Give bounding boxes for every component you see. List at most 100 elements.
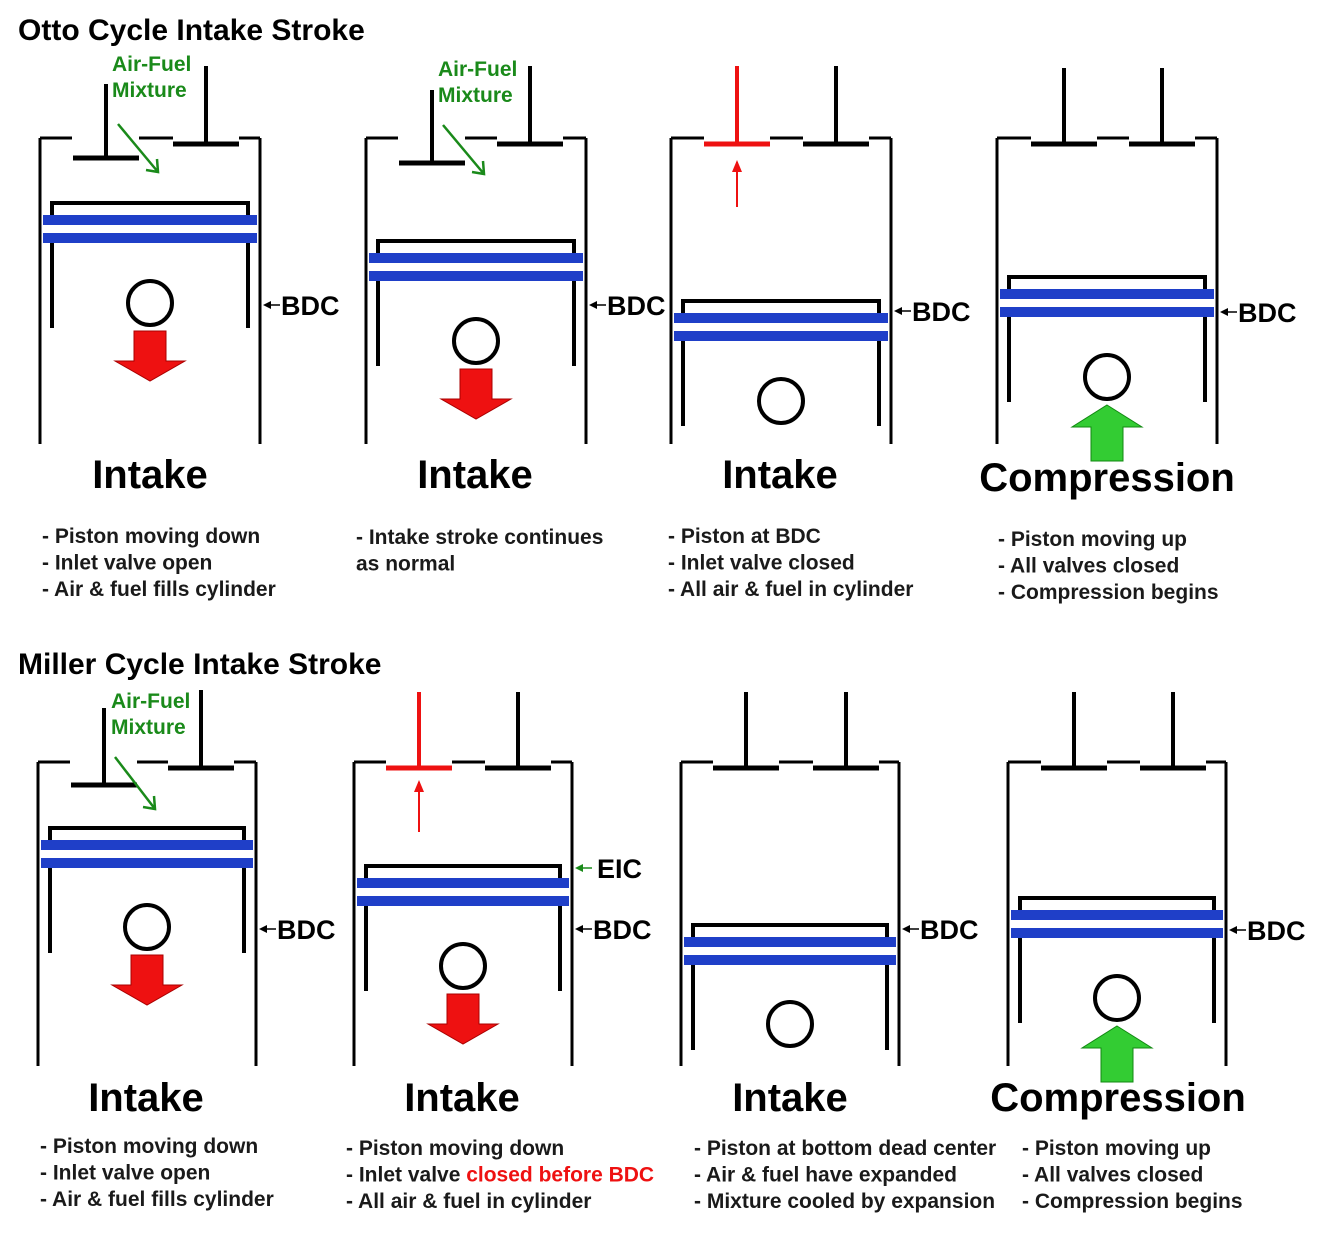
- note-text: - Piston moving up: [1022, 1137, 1211, 1160]
- piston-ring: [674, 313, 888, 323]
- piston-ring: [674, 331, 888, 341]
- air-fuel-mixture-label: Air-Fuel: [111, 690, 190, 713]
- note-text: - Air & fuel fills cylinder: [42, 578, 276, 601]
- air-fuel-mixture-label: Air-Fuel: [112, 53, 191, 76]
- piston-crown: [1018, 896, 1216, 913]
- bdc-label: BDC: [912, 297, 971, 327]
- note-text: as normal: [356, 553, 455, 576]
- note-line: - Compression begins: [998, 581, 1219, 604]
- note-line: - Inlet valve closed before BDC: [346, 1164, 654, 1187]
- note-line: - Inlet valve open: [40, 1162, 210, 1185]
- piston-ring: [684, 937, 896, 947]
- note-line: - All valves closed: [1022, 1164, 1203, 1187]
- piston-ring: [43, 215, 257, 225]
- piston-ring: [1011, 928, 1223, 938]
- bdc-arrowhead: [1229, 926, 1237, 934]
- piston-ring: [369, 271, 583, 281]
- stroke-title: Intake: [88, 1076, 204, 1120]
- air-fuel-mixture-label: Air-Fuel: [438, 58, 517, 81]
- bdc-label: BDC: [281, 291, 340, 321]
- stroke-title: Compression: [979, 456, 1235, 500]
- note-line: - All air & fuel in cylinder: [668, 578, 913, 601]
- note-line: - Air & fuel fills cylinder: [40, 1188, 274, 1211]
- piston-ring: [1011, 910, 1223, 920]
- bdc-arrowhead: [1220, 308, 1228, 316]
- eic-arrowhead: [575, 864, 583, 872]
- wrist-pin-circle: [452, 317, 500, 365]
- downward-motion-arrow: [110, 954, 184, 1006]
- note-text: - All air & fuel in cylinder: [346, 1190, 591, 1213]
- piston-ring: [43, 233, 257, 243]
- otto-section-title: Otto Cycle Intake Stroke: [18, 14, 365, 47]
- downward-motion-arrow: [439, 368, 513, 420]
- piston-ring: [41, 858, 253, 868]
- bdc-arrowhead: [589, 301, 597, 309]
- note-line: - Inlet valve closed: [668, 552, 855, 575]
- note-line: - Compression begins: [1022, 1190, 1243, 1213]
- bdc-label: BDC: [1238, 298, 1297, 328]
- wrist-pin-circle: [1083, 353, 1131, 401]
- piston-crown: [691, 923, 889, 940]
- wrist-pin-circle: [766, 1000, 814, 1048]
- piston-crown: [50, 201, 250, 218]
- mixture-flow-arrow: [442, 124, 485, 175]
- upward-motion-arrow: [1070, 404, 1144, 462]
- bdc-label: BDC: [277, 915, 336, 945]
- note-line: - Intake stroke continues: [356, 526, 603, 549]
- piston-ring: [41, 840, 253, 850]
- downward-motion-arrow: [113, 330, 187, 382]
- note-text: - Piston moving down: [40, 1135, 258, 1158]
- note-text: - Inlet valve: [346, 1164, 466, 1187]
- stroke-title: Intake: [92, 453, 208, 497]
- note-text: - Compression begins: [1022, 1190, 1243, 1213]
- piston-ring: [369, 253, 583, 263]
- mixture-flow-arrow: [114, 756, 156, 810]
- mixture-flow-arrowhead: [471, 160, 486, 176]
- upward-motion-arrow: [1080, 1025, 1154, 1083]
- piston-crown: [364, 864, 562, 881]
- note-text: - Inlet valve open: [42, 552, 212, 575]
- note-text: - All valves closed: [998, 555, 1179, 578]
- note-line: as normal: [356, 553, 455, 576]
- note-text: - All valves closed: [1022, 1164, 1203, 1187]
- note-line: - Piston moving down: [42, 525, 260, 548]
- note-text: - Inlet valve closed: [668, 552, 855, 575]
- note-text: - Air & fuel fills cylinder: [40, 1188, 274, 1211]
- note-text: - Inlet valve open: [40, 1162, 210, 1185]
- piston-crown: [376, 239, 576, 256]
- note-text: - Compression begins: [998, 581, 1219, 604]
- bdc-arrowhead: [575, 925, 583, 933]
- bdc-label: BDC: [920, 915, 979, 945]
- piston-crown: [681, 299, 881, 316]
- air-fuel-mixture-label: Mixture: [112, 79, 187, 102]
- note-line: - Piston moving up: [1022, 1137, 1211, 1160]
- stroke-title: Intake: [732, 1076, 848, 1120]
- wrist-pin-circle: [126, 279, 174, 327]
- air-fuel-mixture-label: Mixture: [111, 716, 186, 739]
- note-line: - Mixture cooled by expansion: [694, 1190, 995, 1213]
- note-line: - Air & fuel fills cylinder: [42, 578, 276, 601]
- bdc-label: BDC: [1247, 916, 1306, 946]
- note-text: - Piston moving down: [346, 1137, 564, 1160]
- mixture-flow-arrow: [117, 123, 159, 173]
- stroke-title: Intake: [722, 453, 838, 497]
- note-line: - Air & fuel have expanded: [694, 1164, 957, 1187]
- note-line: - Inlet valve open: [42, 552, 212, 575]
- bdc-arrowhead: [259, 925, 267, 933]
- wrist-pin-circle: [439, 942, 487, 990]
- piston-ring: [1000, 307, 1214, 317]
- piston-crown: [1007, 275, 1207, 292]
- engine-panel: BDC Compression - Piston moving up - All va…: [990, 692, 1306, 1213]
- piston-crown: [48, 826, 246, 843]
- bdc-label: BDC: [593, 915, 652, 945]
- stroke-title: Compression: [990, 1076, 1246, 1120]
- mixture-flow-arrowhead: [145, 158, 160, 174]
- piston-ring: [1000, 289, 1214, 299]
- piston-ring: [357, 896, 569, 906]
